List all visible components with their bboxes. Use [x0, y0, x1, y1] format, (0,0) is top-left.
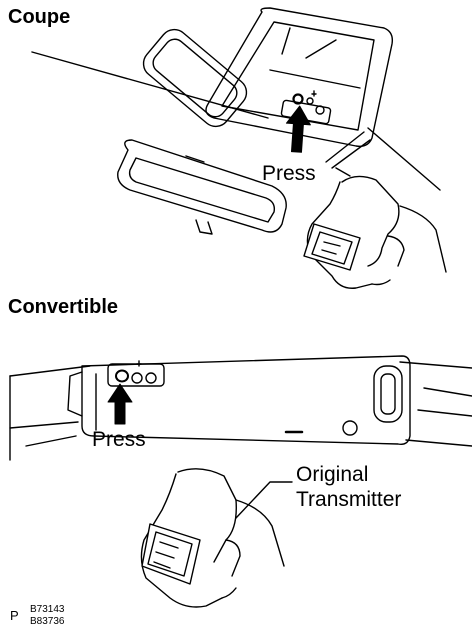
- convertible-frame: [9, 361, 472, 461]
- transmitter-leader-line: [235, 481, 293, 519]
- original-transmitter-line-1: Original: [296, 463, 369, 486]
- convertible-title: Convertible: [8, 296, 119, 318]
- original-transmitter-line-2: Transmitter: [296, 488, 402, 511]
- press-arrow-icon: [107, 383, 133, 425]
- figure-p-mark: P: [10, 608, 19, 623]
- coupe-title: Coupe: [8, 6, 71, 28]
- convertible-press-label: Press: [92, 428, 146, 451]
- hand-with-transmitter: [303, 175, 447, 289]
- hand-with-transmitter: [140, 468, 285, 608]
- figure-code-1: B73143: [30, 604, 65, 615]
- rear-view-mirror: [117, 139, 287, 235]
- coupe-mirror-mount: [325, 131, 371, 177]
- coupe-headliner: [31, 51, 441, 191]
- convertible-sunvisor-bracket: [373, 365, 403, 423]
- coupe-press-label: Press: [262, 162, 316, 185]
- coupe-sunvisor-bracket: [142, 28, 248, 128]
- overhead-console: [205, 7, 394, 148]
- press-arrow-icon: [285, 105, 311, 153]
- figure-codes: B73143 B83736: [30, 604, 64, 628]
- windshield-header-panel: [67, 355, 411, 446]
- figure-code-2: B83736: [30, 616, 65, 627]
- convertible-button-cluster: [107, 360, 165, 387]
- original-transmitter-label: Original Transmitter: [296, 462, 401, 512]
